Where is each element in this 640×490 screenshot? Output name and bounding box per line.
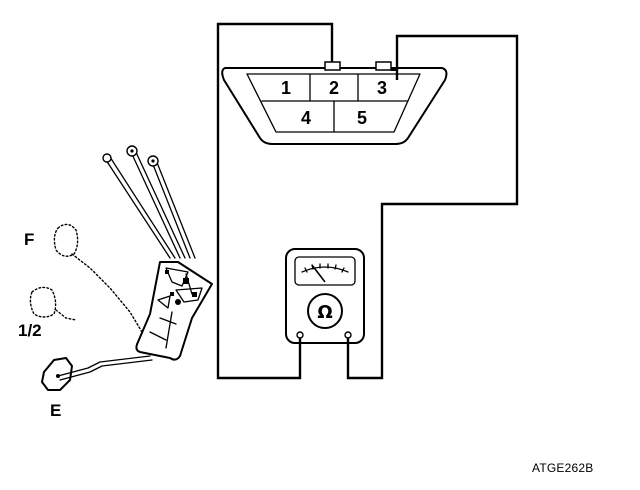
pin-label-2: 2 <box>329 78 339 98</box>
sender-housing <box>135 261 213 361</box>
pin-label-1: 1 <box>281 78 291 98</box>
meter-display <box>294 256 356 286</box>
meter-lead-pin-2 <box>216 22 334 380</box>
float-arm-full-dotted <box>71 253 143 333</box>
meter-dial <box>307 293 343 329</box>
float-label-full: F <box>24 230 34 249</box>
connector-inner-outline <box>246 73 421 133</box>
fuel-sender-unit <box>29 145 213 391</box>
lead-terminal-1 <box>102 153 112 163</box>
ohm-symbol: Ω <box>317 302 332 323</box>
meter-jack-right <box>344 331 352 339</box>
meter-body <box>285 248 365 344</box>
float-label-half: 1/2 <box>18 321 42 340</box>
meter-jack-left <box>296 331 304 339</box>
meter-needle <box>311 264 326 283</box>
float-arm <box>57 355 151 377</box>
test-wiring <box>216 22 519 380</box>
pin-3-probe-tab <box>375 61 392 71</box>
figure-code: ATGE262B <box>532 461 594 475</box>
connector: 1 2 3 4 5 <box>221 61 448 145</box>
float-full-dotted <box>53 223 79 257</box>
float-empty <box>41 357 73 391</box>
pin-label-5: 5 <box>357 108 367 128</box>
connector-housing <box>221 67 448 145</box>
meter-lead-pin-3 <box>346 34 519 380</box>
float-arm-half-dotted <box>55 309 77 321</box>
ohmmeter: Ω <box>285 248 365 344</box>
pin-label-4: 4 <box>301 108 311 128</box>
pin-label-3: 3 <box>377 78 387 98</box>
float-label-empty: E <box>50 401 61 420</box>
pin-2-probe-tab <box>324 61 341 71</box>
float-half-dotted <box>29 286 57 318</box>
